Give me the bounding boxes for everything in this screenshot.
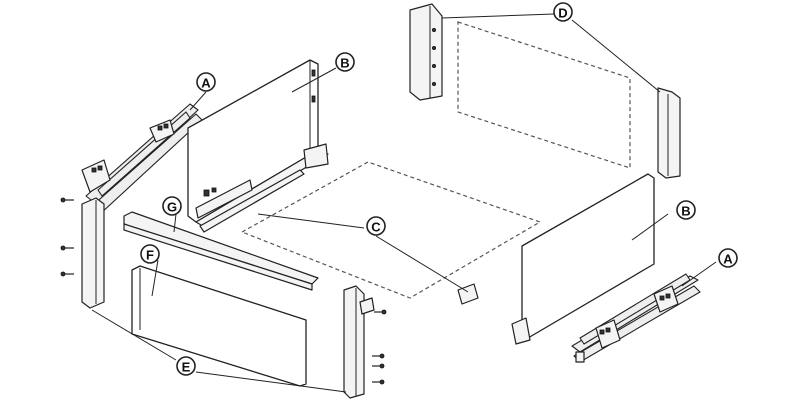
runner-rail-right (571, 273, 701, 363)
callout-c: C (366, 216, 386, 236)
front-bracket-left (81, 197, 105, 309)
callout-f: F (140, 244, 160, 264)
callout-b-left: B (335, 52, 355, 72)
side-panel-right (511, 173, 655, 345)
bottom-clip (457, 283, 479, 305)
callout-d: D (553, 2, 573, 22)
back-bracket-left (409, 3, 443, 101)
callout-g-label: G (167, 200, 177, 215)
callout-b-right-label: B (681, 204, 690, 219)
side-panel-left (187, 59, 329, 233)
callout-e-label: E (182, 360, 191, 375)
screws-left (60, 197, 74, 277)
back-panel-outline (457, 21, 631, 169)
callout-a-left-label: A (201, 76, 211, 91)
back-bracket-right (657, 87, 681, 179)
callout-a-right: A (718, 248, 738, 268)
callout-f-label: F (146, 248, 154, 263)
callout-a-right-label: A (723, 252, 733, 267)
front-top-rail (123, 211, 319, 291)
leader-lines (91, 13, 717, 393)
callout-d-label: D (558, 6, 567, 21)
callout-c-label: C (371, 220, 381, 235)
screws-right (372, 309, 387, 385)
callout-e: E (176, 356, 196, 376)
callout-b-left-label: B (340, 56, 349, 71)
callout-b-right: B (676, 200, 696, 220)
runner-rail-left (81, 103, 203, 215)
front-bracket-right (343, 285, 375, 399)
front-panel (131, 265, 307, 387)
callout-a-left: A (196, 72, 216, 92)
callout-g: G (162, 196, 182, 216)
